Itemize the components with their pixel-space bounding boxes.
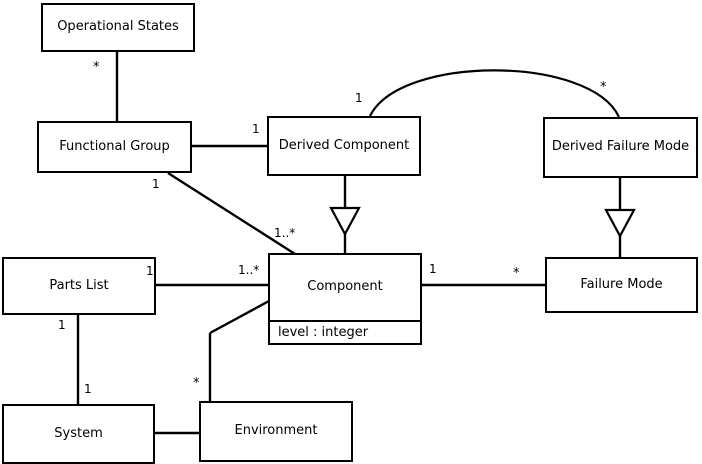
multiplicity-functional-group-component-one: 1 — [152, 177, 160, 191]
class-operational-states[interactable]: Operational States — [41, 3, 195, 52]
multiplicity-functional-group-component-onestar: 1..* — [274, 226, 296, 240]
class-failure-mode[interactable]: Failure Mode — [545, 257, 698, 313]
class-parts-list[interactable]: Parts List — [2, 257, 156, 315]
multiplicity-parts-list-system-top: 1 — [58, 318, 66, 332]
multiplicity-environment-component-star: * — [193, 376, 200, 391]
multiplicity-component-failure-mode-star: * — [513, 266, 520, 281]
generalization-triangle-derived-component — [329, 206, 361, 237]
edge-functional-group-component — [167, 171, 296, 256]
generalization-triangle-derived-failure-mode — [604, 208, 636, 239]
class-name-functional-group: Functional Group — [59, 138, 170, 154]
class-environment[interactable]: Environment — [199, 401, 353, 462]
class-name-operational-states: Operational States — [57, 19, 179, 35]
multiplicity-derived-failure-mode-curve-star: * — [600, 80, 607, 95]
multiplicity-functional-group-derived-component: 1 — [252, 122, 260, 136]
class-component[interactable]: Component level : integer — [268, 253, 422, 345]
multiplicity-operational-states-star: * — [93, 60, 100, 75]
class-system[interactable]: System — [2, 404, 155, 464]
multiplicity-parts-list-one: 1 — [146, 264, 154, 278]
multiplicity-derived-component-curve-one: 1 — [355, 91, 363, 105]
class-derived-component[interactable]: Derived Component — [267, 116, 421, 176]
class-name-derived-failure-mode: Derived Failure Mode — [551, 139, 690, 155]
class-name-parts-list: Parts List — [49, 277, 109, 293]
edge-derived-component-derived-failure-mode — [369, 69, 620, 118]
class-name-derived-component: Derived Component — [278, 137, 410, 153]
multiplicity-component-failure-mode-one: 1 — [429, 262, 437, 276]
class-name-failure-mode: Failure Mode — [580, 276, 663, 292]
class-name-component: Component — [307, 279, 383, 295]
class-name-system: System — [54, 425, 103, 441]
multiplicity-parts-list-system-bottom: 1 — [84, 382, 92, 396]
class-name-environment: Environment — [234, 423, 318, 439]
class-derived-failure-mode[interactable]: Derived Failure Mode — [543, 117, 698, 178]
edge-environment-component-diagonal — [209, 299, 270, 335]
class-functional-group[interactable]: Functional Group — [37, 121, 192, 173]
multiplicity-parts-list-component-onestar: 1..* — [238, 263, 260, 277]
class-attribute-component-level: level : integer — [270, 320, 420, 343]
